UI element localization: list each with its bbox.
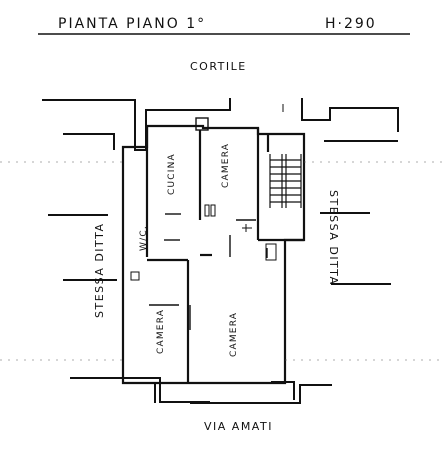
top-right-wall — [301, 98, 399, 132]
top-room-label: CAMERA — [221, 143, 231, 188]
chimney-box — [195, 117, 209, 131]
wc-label: W/C. — [139, 225, 149, 251]
bottom-right-wall — [190, 384, 332, 404]
title: PIANTA PIANO 1° — [58, 16, 206, 32]
bottom-right-room-label: CAMERA — [229, 312, 239, 357]
window-mark — [204, 204, 210, 217]
apartment-outline — [121, 124, 306, 385]
bottom-left-wall — [70, 377, 210, 403]
left-neighbor-label: STESSA DITTA — [93, 223, 106, 318]
bottom-left-room-label: CAMERA — [156, 309, 166, 354]
left-upper-wall — [63, 133, 115, 150]
top-left-wall — [42, 98, 231, 151]
window-mark — [210, 204, 216, 217]
height-label: H·290 — [325, 16, 377, 32]
right-neighbor-label: STESSA DITTA — [327, 190, 340, 285]
kitchen-label: CUCINA — [167, 153, 177, 195]
column-mark — [130, 271, 140, 281]
plus-mark — [242, 224, 252, 232]
street-label: VIA AMATI — [204, 420, 273, 433]
courtyard-label: CORTILE — [190, 60, 247, 73]
meter-box — [265, 243, 277, 261]
bottom-right-stub — [271, 381, 295, 400]
